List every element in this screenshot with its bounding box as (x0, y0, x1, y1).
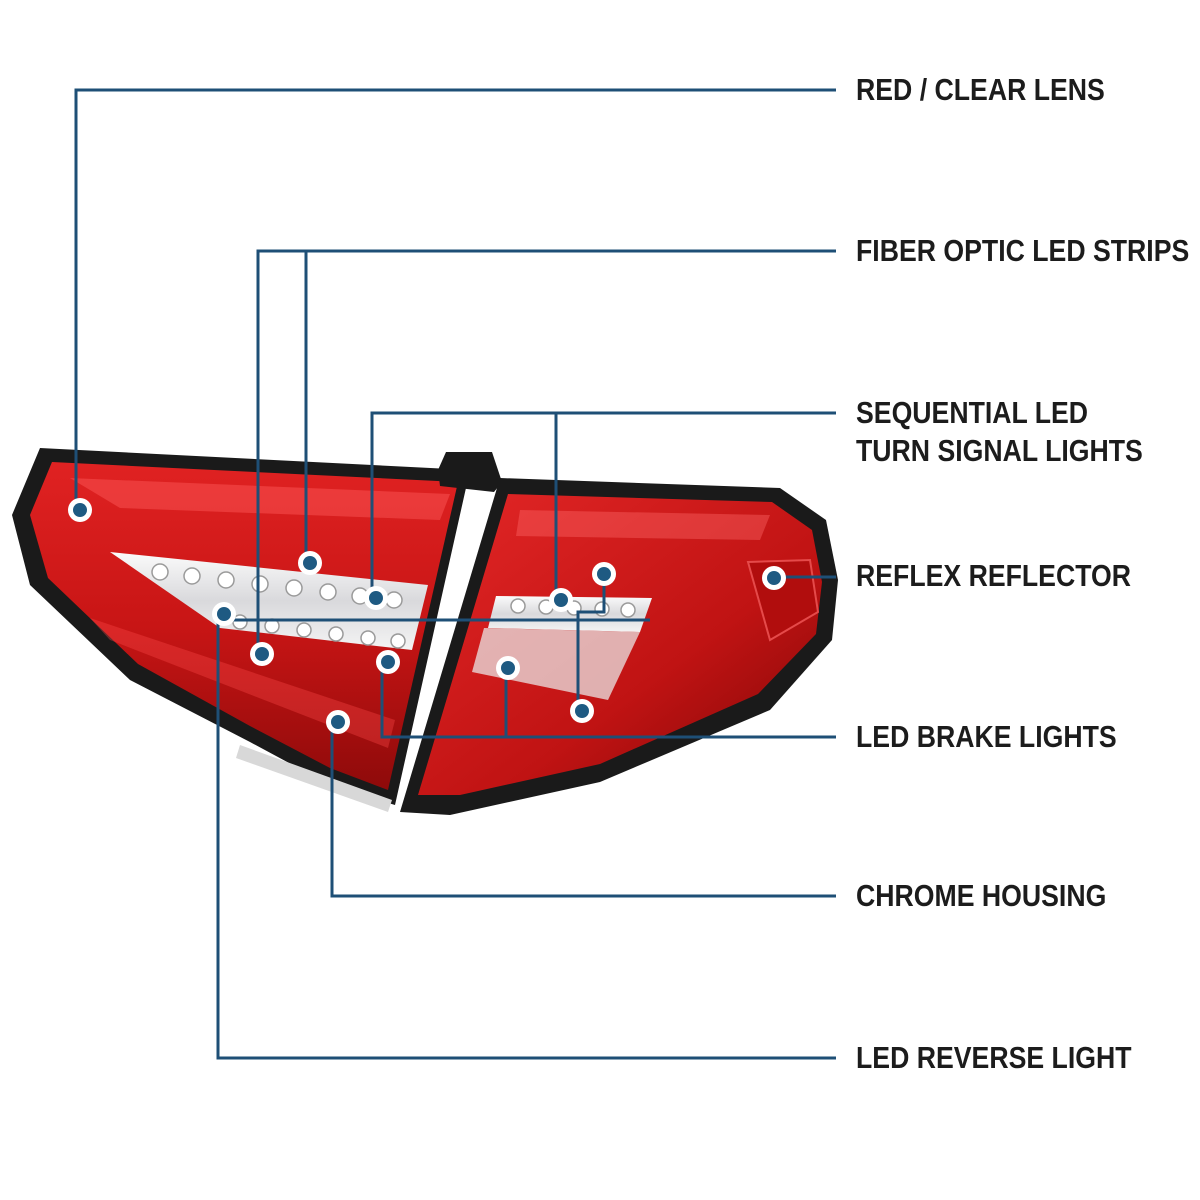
label-fiber-optic-led-strips: FIBER OPTIC LED STRIPS (856, 233, 1190, 268)
line-reverse-light (216, 616, 836, 1060)
line-brake-lights (380, 664, 836, 739)
label-led-brake-lights: LED BRAKE LIGHTS (856, 719, 1117, 754)
left-led-row (151, 563, 406, 649)
line-chrome-housing (330, 722, 836, 898)
dot-turn-signal-b (549, 588, 573, 612)
line-fiber-optic-strips (256, 249, 836, 654)
label-led-reverse-light: LED REVERSE LIGHT (856, 1040, 1132, 1075)
dot-turn-signal-a (364, 586, 388, 610)
dot-chrome-housing (326, 710, 350, 734)
callout-lines (74, 88, 836, 1060)
line-sequential-turn-c (576, 574, 606, 710)
label-red-clear-lens: RED / CLEAR LENS (856, 72, 1105, 107)
dot-brake-b (496, 656, 520, 680)
left-fiber-strip (70, 478, 450, 520)
line-sequential-turn (370, 411, 836, 597)
left-tail-light (12, 448, 470, 812)
line-red-clear-lens (74, 88, 836, 510)
dot-reverse-light (212, 602, 236, 626)
left-lower-strip (90, 618, 395, 748)
label-sequential-line-1: SEQUENTIAL LED (856, 395, 1089, 430)
label-reflex-reflector: REFLEX REFLECTOR (856, 558, 1132, 593)
label-chrome-housing: CHROME HOUSING (856, 878, 1107, 913)
dot-fiber-optic-a (298, 551, 322, 575)
right-mount-tab (438, 452, 502, 492)
dot-red-clear-lens (68, 498, 92, 522)
left-bottom-chrome-edge (236, 745, 392, 812)
dot-turn-signal-d (570, 699, 594, 723)
label-sequential-led-turn-signal: SEQUENTIAL LED TURN SIGNAL LIGHTS (856, 394, 1143, 470)
dot-fiber-optic-b (250, 642, 274, 666)
right-chrome-lower (472, 628, 640, 700)
right-fiber-strip (516, 510, 770, 540)
callout-dots (68, 498, 786, 734)
label-sequential-line-2: TURN SIGNAL LIGHTS (856, 433, 1143, 468)
dot-turn-signal-c (592, 562, 616, 586)
right-tail-light (400, 452, 838, 815)
dot-brake-a (376, 650, 400, 674)
dot-reflex-reflector (762, 566, 786, 590)
